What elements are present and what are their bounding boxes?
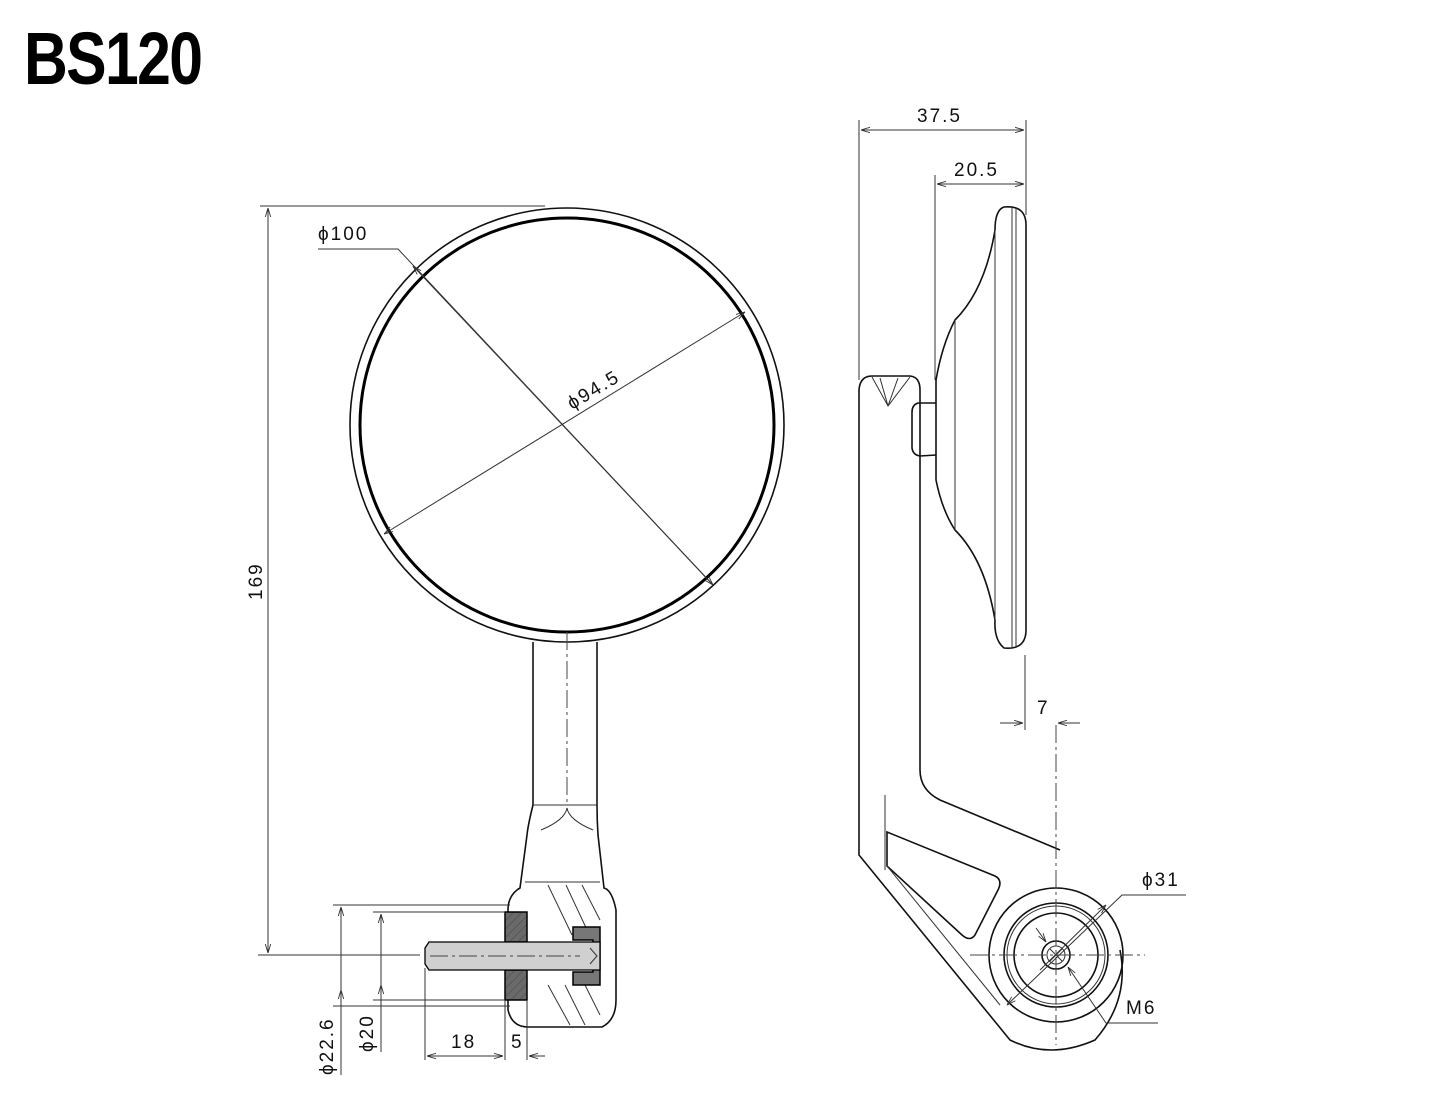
phi31-leader [1007,894,1186,1005]
bar-end-outer-diameter-label: ϕ22.6 [317,1017,338,1075]
product-title: BS120 [24,17,203,100]
offset-label: 7 [1037,698,1050,719]
boss-diameter-label: ϕ31 [1142,870,1180,891]
arm-lower-profile [858,390,1123,1051]
arm-upper-profile [858,375,1061,851]
clamp-body [507,804,617,1028]
mirror-diameter-label: ϕ94.5 [564,367,624,415]
insert-length-label: 18 [451,1032,476,1053]
mirror-glass-edge [358,216,776,634]
thread-label: M6 [1126,998,1156,1019]
m6-leader [1068,967,1158,1024]
outer-diameter-label: ϕ100 [318,224,368,245]
overall-height-label: 169 [246,562,267,600]
front-view: ϕ100 ϕ94.5 169 [246,205,785,1075]
spacer-upper-section [504,911,528,943]
mirror-outer-rim [349,207,785,643]
phi94-5-dimension-line [384,312,745,534]
phi100-leader [318,248,713,585]
overall-depth-label: 37.5 [917,106,962,127]
spacer-lower-section [504,969,528,1001]
spacer-width-label: 5 [511,1032,524,1053]
bar-end-inner-diameter-label: ϕ20 [357,1014,378,1052]
arm-recess [886,830,1001,940]
mirror-depth-label: 20.5 [954,160,999,181]
side-view: 37.5 20.5 7 ϕ31 [858,106,1186,1051]
